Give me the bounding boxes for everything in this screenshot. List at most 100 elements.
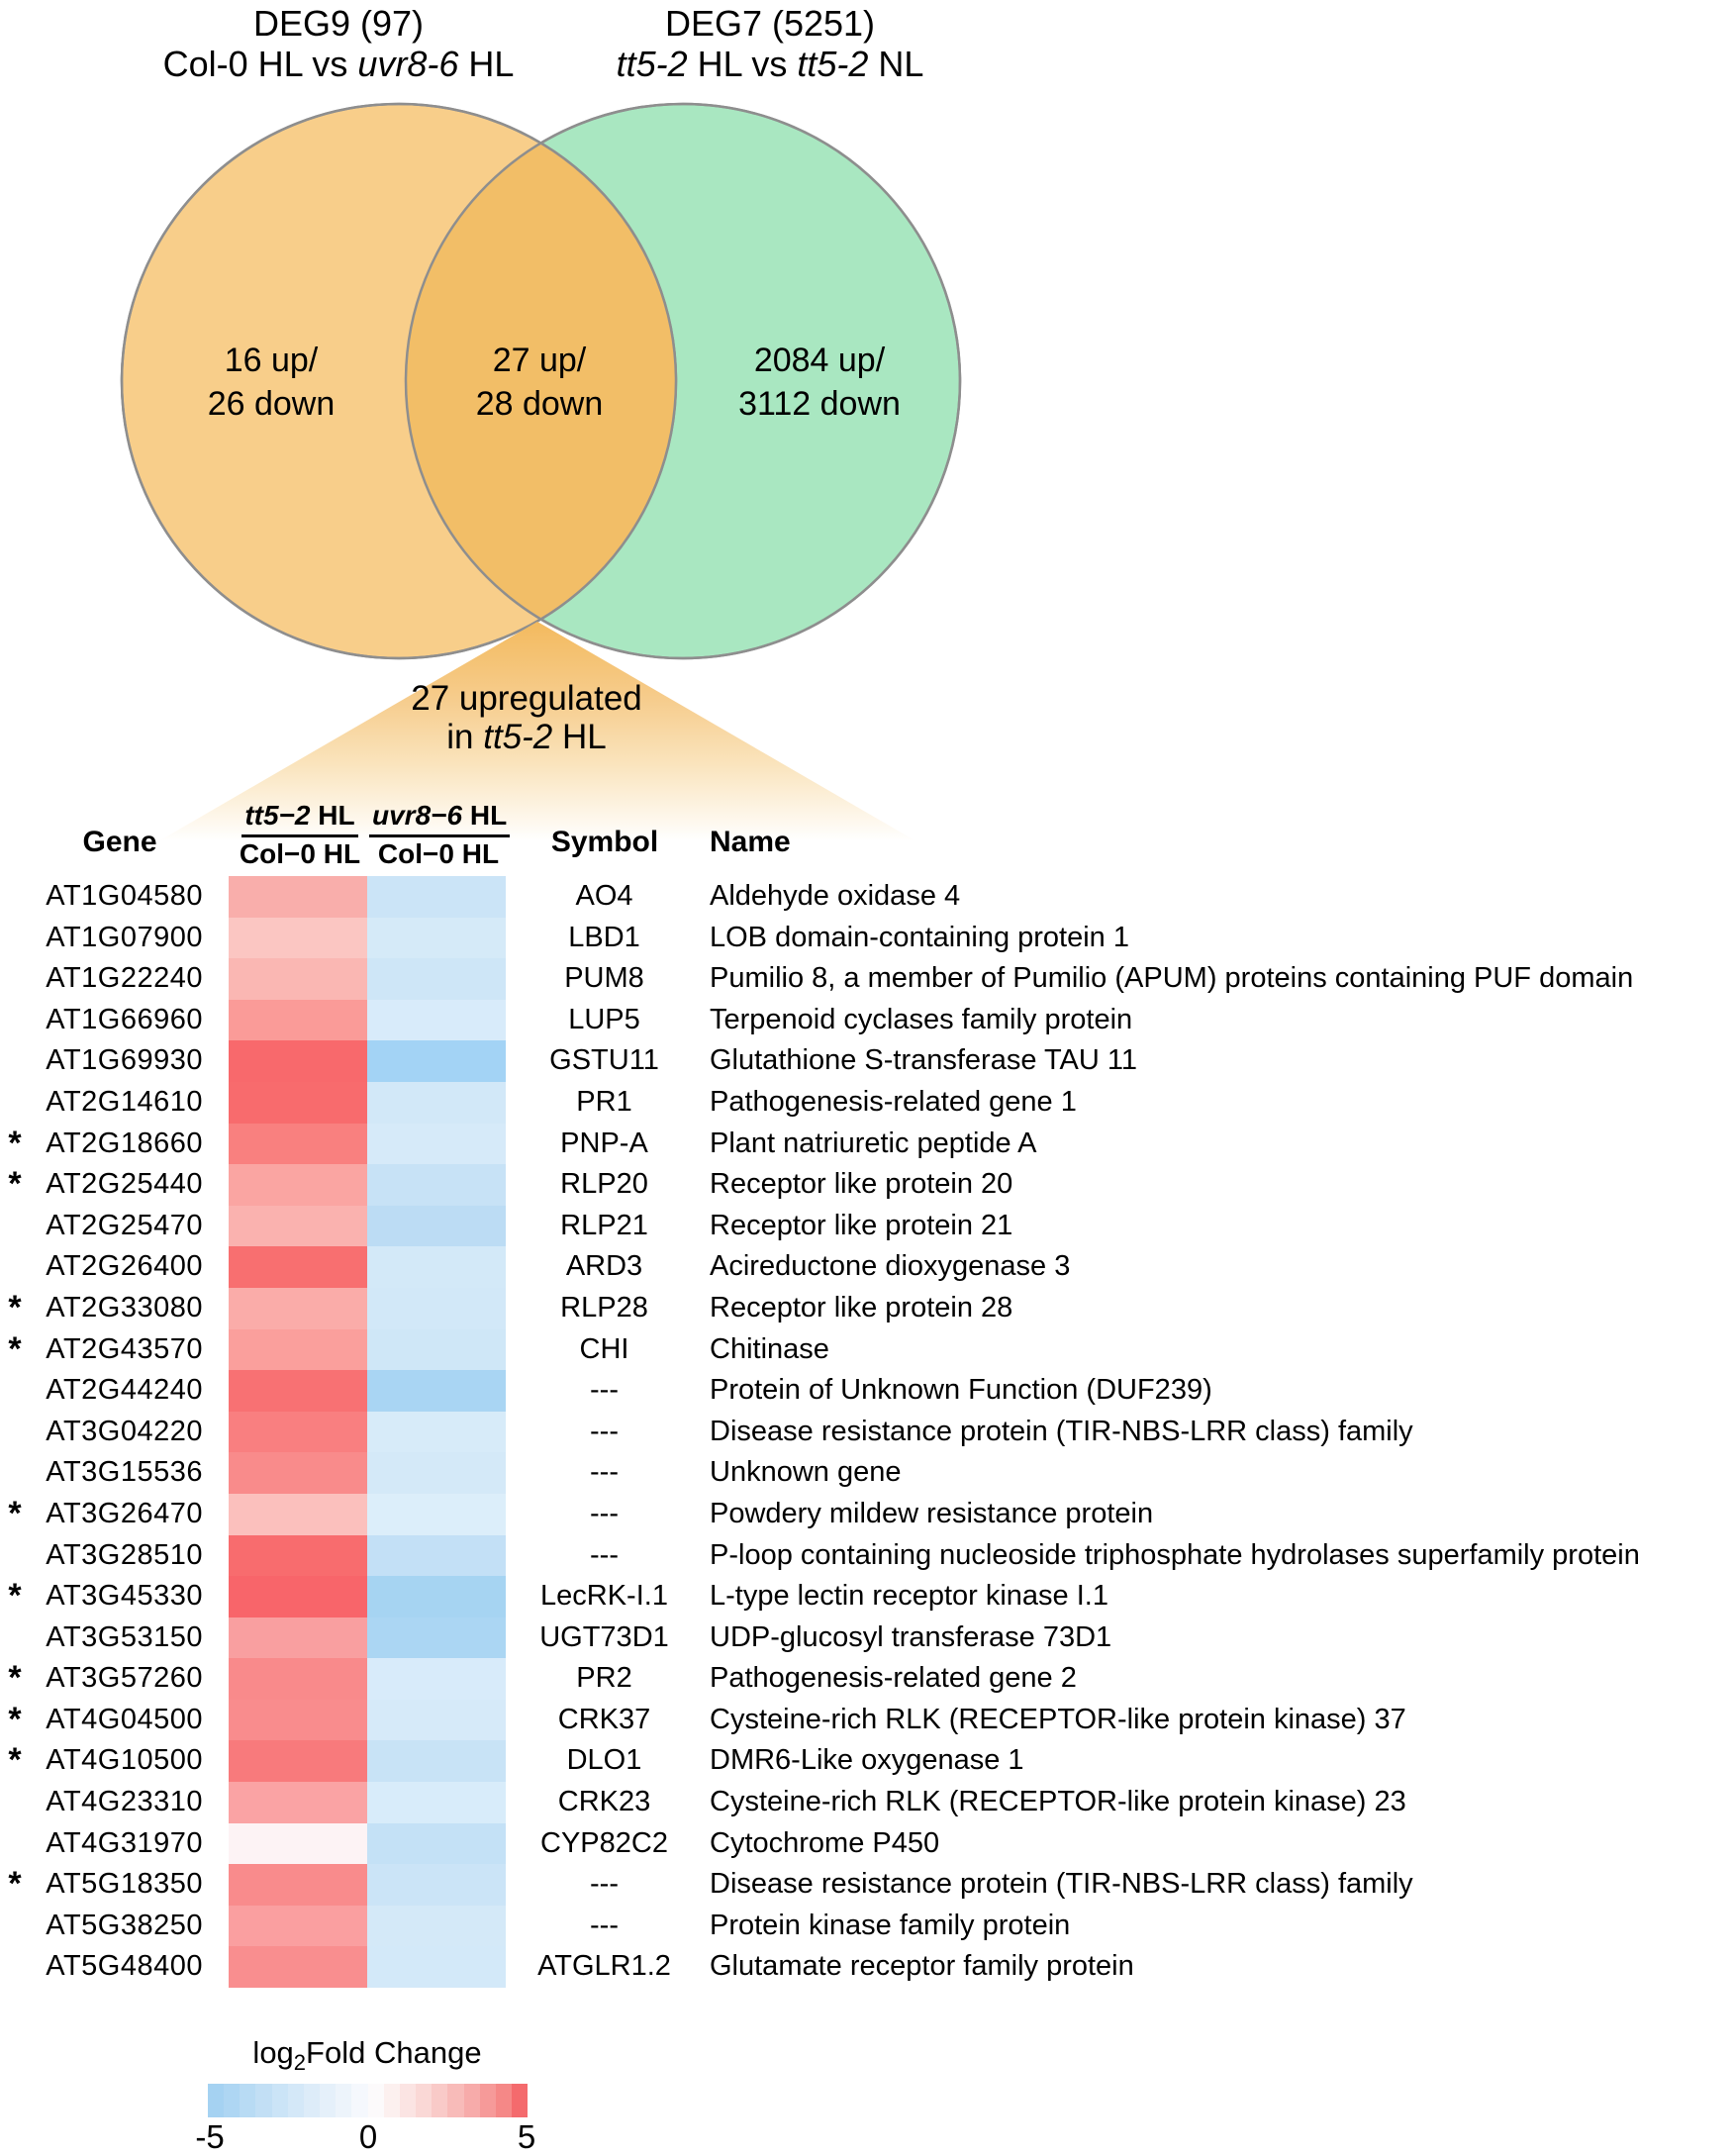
legend-tick-min: -5 [195, 2118, 225, 2155]
significance-asterisk [0, 1535, 30, 1577]
significance-asterisk [0, 1040, 30, 1082]
gene-id: AT4G04500 [46, 1703, 203, 1735]
heatmap-cell-uvr8 [367, 1040, 506, 1082]
venn-left-title-line2: Col-0 HL vs uvr8-6 HL [162, 44, 515, 84]
heatmap-cell-tt5 [229, 1740, 367, 1783]
funnel-callout-line1: 27 upregulated [411, 679, 642, 718]
gene-name: Chitinase [710, 1332, 829, 1365]
gene-id: AT2G44240 [46, 1374, 203, 1407]
significance-asterisk [0, 1000, 30, 1041]
symbol-label: CHI [579, 1332, 629, 1365]
venn-overlap-count-down: 28 down [475, 385, 604, 423]
symbol-label: --- [590, 1909, 619, 1941]
symbol-label: PR2 [576, 1662, 632, 1695]
legend-color-step [224, 2084, 241, 2117]
legend-color-step [495, 2084, 512, 2117]
heatmap-cell-tt5 [229, 1699, 367, 1741]
heatmap-cell-uvr8 [367, 1164, 506, 1206]
heatmap-cell-tt5 [229, 1576, 367, 1617]
heatmap-cell-tt5 [229, 876, 367, 918]
symbol-label: LecRK-I.1 [540, 1580, 668, 1613]
symbol-label: LBD1 [568, 921, 640, 953]
gene-name: Receptor like protein 28 [710, 1291, 1013, 1323]
significance-asterisk [0, 1452, 30, 1494]
gene-name: Disease resistance protein (TIR-NBS-LRR … [710, 1868, 1413, 1901]
symbol-label: PR1 [576, 1085, 632, 1118]
symbol-label: --- [590, 1868, 619, 1901]
significance-asterisk: * [8, 1865, 22, 1904]
heatmap-cell-uvr8 [367, 1699, 506, 1741]
gene-name: Pumilio 8, a member of Pumilio (APUM) pr… [710, 962, 1634, 995]
legend-color-step [511, 2084, 529, 2117]
gene-id: AT1G66960 [46, 1003, 203, 1035]
gene-id: AT5G18350 [46, 1868, 203, 1901]
heatmap-cell-uvr8 [367, 1658, 506, 1700]
gene-name: Unknown gene [710, 1456, 902, 1489]
heatmap-cell-uvr8 [367, 1822, 506, 1865]
venn-left-count: 16 up/ 26 down [208, 339, 336, 426]
table-row: * AT5G18350 --- Disease resistance protein … [0, 1864, 1732, 1906]
gene-id: AT3G15536 [46, 1456, 203, 1489]
heatmap-cell-tt5 [229, 1822, 367, 1865]
gene-name: UDP-glucosyl transferase 73D1 [710, 1620, 1112, 1653]
legend-color-step [463, 2084, 480, 2117]
significance-asterisk [0, 958, 30, 1000]
heatmap-cell-tt5 [229, 1534, 367, 1577]
significance-asterisk [0, 1206, 30, 1247]
significance-asterisk [0, 1823, 30, 1865]
gene-id: AT3G28510 [46, 1538, 203, 1571]
gene-id: AT3G57260 [46, 1662, 203, 1695]
significance-asterisk [0, 1246, 30, 1288]
symbol-label: GSTU11 [549, 1044, 659, 1077]
heatmap-cell-tt5 [229, 958, 367, 1000]
significance-asterisk: * [8, 1124, 22, 1162]
heatmap-cell-uvr8 [367, 1205, 506, 1247]
heatmap-cell-uvr8 [367, 1782, 506, 1823]
heatmap-cell-uvr8 [367, 1411, 506, 1453]
heatmap-cell-tt5 [229, 1905, 367, 1947]
significance-asterisk [0, 918, 30, 959]
gene-name: Protein of Unknown Function (DUF239) [710, 1374, 1212, 1407]
heatmap-cell-uvr8 [367, 1081, 506, 1124]
significance-asterisk: * [8, 1700, 22, 1738]
column-header-name: Name [710, 826, 791, 858]
heatmap-cell-tt5 [229, 1411, 367, 1453]
heatmap-cell-tt5 [229, 1864, 367, 1906]
heatmap-cell-tt5 [229, 1328, 367, 1371]
legend-color-step [367, 2084, 384, 2117]
funnel-callout-line2: in tt5-2 HL [446, 718, 607, 756]
gene-id: AT2G26400 [46, 1250, 203, 1283]
venn-right-title-line2: tt5-2 HL vs tt5-2 NL [616, 44, 924, 84]
gene-id: AT4G31970 [46, 1826, 203, 1859]
gene-name: Terpenoid cyclases family protein [710, 1003, 1133, 1035]
funnel-callout: 27 upregulated in tt5-2 HL [411, 679, 642, 756]
legend-color-step [287, 2084, 304, 2117]
gene-name: P-loop containing nucleoside triphosphat… [710, 1538, 1640, 1571]
legend-colorbar [208, 2084, 529, 2117]
venn-left-count-up: 16 up/ [224, 342, 319, 379]
symbol-label: CYP82C2 [540, 1826, 668, 1859]
heatmap-cell-tt5 [229, 1164, 367, 1206]
gene-name: Powdery mildew resistance protein [710, 1497, 1154, 1529]
heatmap-cell-uvr8 [367, 1287, 506, 1329]
heatmap-cell-tt5 [229, 1040, 367, 1082]
legend-color-step [336, 2084, 352, 2117]
legend-color-step [271, 2084, 288, 2117]
heatmap-cell-tt5 [229, 1946, 367, 1989]
heatmap-cell-tt5 [229, 999, 367, 1041]
venn-left-title-line1: DEG9 (97) [252, 3, 425, 44]
heatmap-cell-uvr8 [367, 876, 506, 918]
